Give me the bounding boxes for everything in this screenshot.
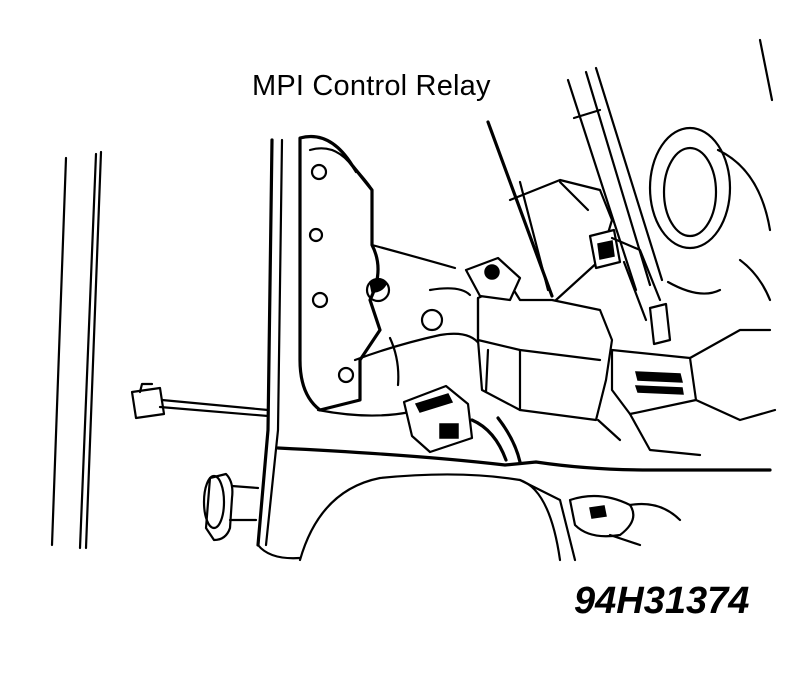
relay-connector-upper xyxy=(588,228,672,346)
bolt-pin xyxy=(202,472,260,542)
lower-right-mechanism xyxy=(568,494,682,547)
left-panel-edges xyxy=(50,150,103,550)
lower-dash-panel xyxy=(276,446,772,562)
figure-identifier: 94H31374 xyxy=(574,580,750,622)
mpi-control-relay xyxy=(464,178,614,422)
cable-rod xyxy=(130,382,270,420)
relay-connector-lower xyxy=(402,384,522,464)
body-pillar xyxy=(256,138,302,560)
relay-callout-label: MPI Control Relay xyxy=(252,70,491,102)
panel-contours xyxy=(316,243,482,417)
mounting-bracket xyxy=(298,134,444,412)
lower-right-connector xyxy=(596,328,777,457)
